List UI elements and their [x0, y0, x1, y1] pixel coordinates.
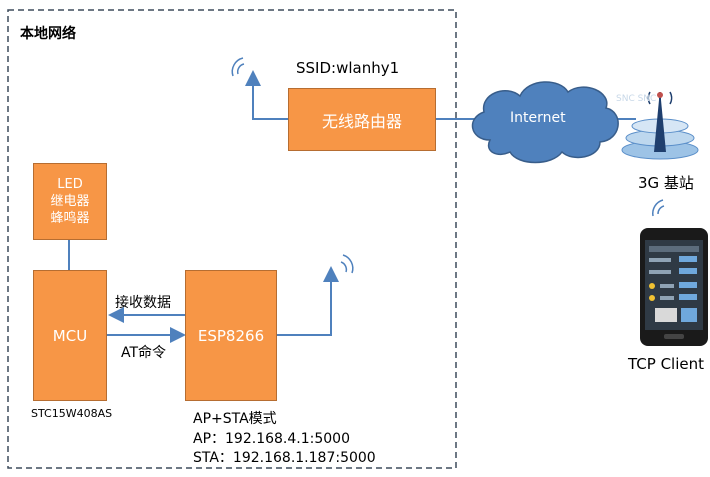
local-network-border — [7, 9, 457, 469]
router-antenna-line — [245, 70, 288, 120]
mcu-box: MCU — [33, 270, 107, 401]
wireless-router-box: 无线路由器 — [288, 88, 436, 151]
peripheral-buzzer-label: 蜂鸣器 — [50, 211, 90, 226]
mcu-label: MCU — [52, 326, 88, 345]
esp8266-label: ESP8266 — [197, 326, 265, 345]
tower-watermark: SNC SNC — [616, 94, 657, 104]
receive-data-label: 接收数据 — [115, 295, 171, 311]
internet-cloud — [471, 81, 619, 164]
wireless-router-label: 无线路由器 — [321, 111, 402, 131]
cell-tower-icon — [621, 91, 699, 160]
ssid-label: SSID:wlanhy1 — [296, 59, 400, 77]
base-station-label: 3G 基站 — [638, 174, 694, 192]
wifi-signal-icon — [340, 254, 354, 274]
internet-label: Internet — [510, 110, 566, 126]
esp8266-box: ESP8266 — [185, 270, 277, 401]
esp-sta-address: STA：192.168.1.187:5000 — [193, 450, 376, 466]
esp-ap-address: AP：192.168.4.1:5000 — [193, 431, 350, 447]
wifi-signal-icon — [231, 57, 245, 77]
local-network-title: 本地网络 — [20, 26, 76, 42]
peripheral-relay-label: 继电器 — [50, 194, 90, 209]
tcp-client-label: TCP Client — [628, 355, 704, 373]
esp-mode-label: AP+STA模式 — [193, 411, 277, 427]
peripherals-box: LED 继电器 蜂鸣器 — [33, 163, 107, 240]
smartphone-icon — [640, 228, 708, 346]
esp-antenna-line — [276, 266, 339, 336]
peripheral-led-label: LED — [57, 177, 83, 192]
at-command-label: AT命令 — [121, 345, 167, 361]
wifi-signal-icon — [652, 199, 665, 217]
mcu-model-label: STC15W408AS — [31, 407, 113, 420]
